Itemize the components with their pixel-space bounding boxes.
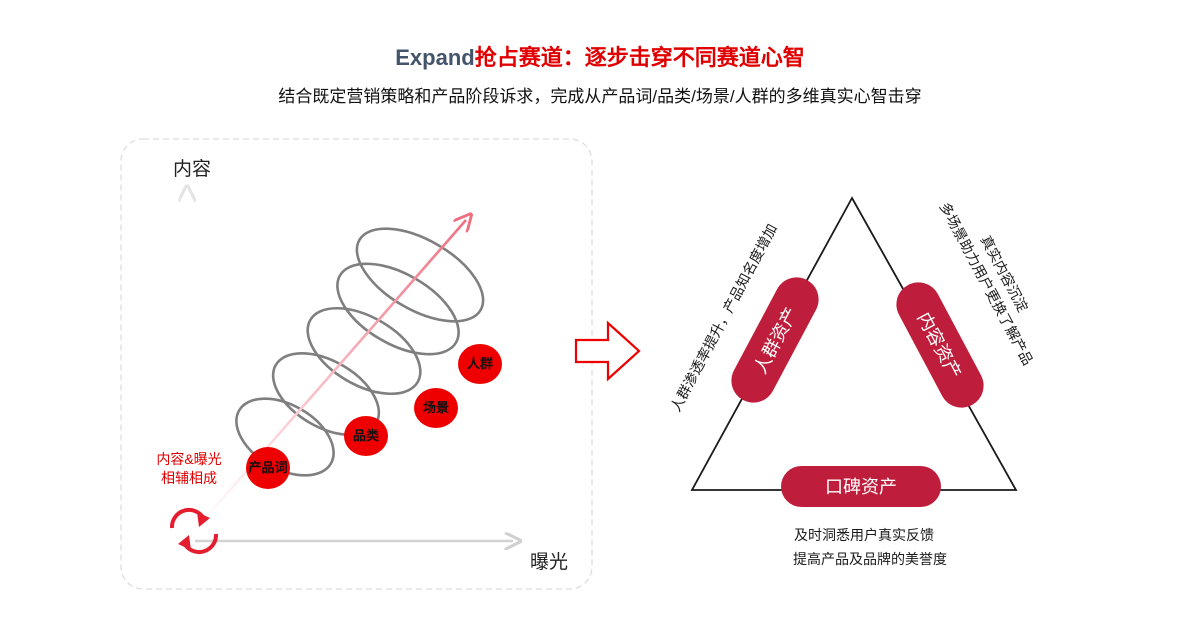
y-axis-label: 内容	[173, 158, 211, 180]
stage-label-product-word: 产品词	[248, 460, 287, 475]
spiral-loop	[355, 227, 485, 323]
stage-label-scene: 场景	[423, 400, 449, 415]
spiral-loops	[235, 227, 485, 477]
pill-reputation-asset-label: 口碑资产	[825, 477, 897, 497]
x-axis-label: 曝光	[530, 551, 568, 573]
pill-reputation-asset: 口碑资产	[781, 466, 941, 507]
page-title: Expand抢占赛道：逐步击穿不同赛道心智	[0, 40, 1200, 72]
stage-circles: 产品词 品类 场景 人群	[246, 344, 502, 489]
spiral-loop	[336, 262, 460, 356]
cycle-icon	[169, 507, 219, 555]
page-subtitle: 结合既定营销策略和产品阶段诉求，完成从产品词/品类/场景/人群的多维真实心智击穿	[278, 87, 922, 106]
synergy-label-line2: 相辅相成	[161, 470, 217, 486]
stage-circle-category	[344, 416, 388, 456]
transition-arrow	[574, 320, 641, 382]
stage-circle-audience	[458, 344, 502, 384]
stage-circle-scene	[414, 388, 458, 428]
stage-label-audience: 人群	[467, 356, 493, 371]
title-en: Expand	[395, 45, 475, 70]
left-panel-frame	[120, 138, 593, 590]
synergy-label-line1: 内容&曝光	[156, 451, 221, 467]
pill-content-asset: 内容资产	[896, 282, 984, 408]
title-cn: 抢占赛道：逐步击穿不同赛道心智	[474, 45, 805, 70]
spiral-loop	[306, 306, 422, 396]
stage-label-category: 品类	[353, 428, 380, 443]
stage-circle-product-word	[246, 447, 290, 489]
reputation-asset-description-line1: 及时洞悉用户真实反馈	[794, 527, 934, 543]
reputation-asset-description-line2: 提高产品及品牌的美誉度	[793, 551, 947, 567]
growth-arrow	[201, 220, 466, 523]
